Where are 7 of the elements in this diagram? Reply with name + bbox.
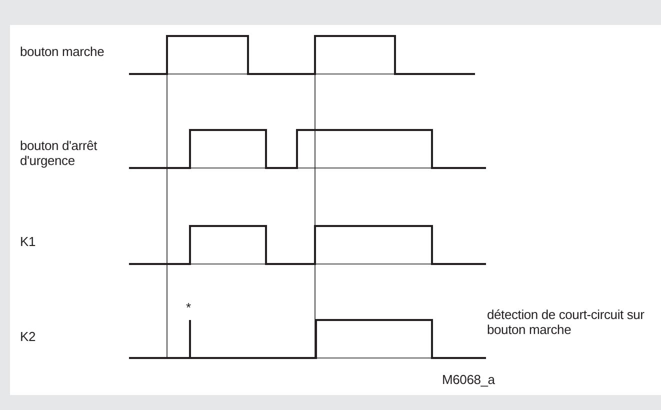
signal-name: K1 (20, 234, 36, 249)
signal-name: bouton marche (20, 44, 104, 59)
annotation-text: détection de court-circuit sur bouton marche (487, 307, 646, 337)
signal-name: K2 (20, 329, 36, 344)
signal-name: bouton d'arrêt d'urgence (20, 138, 98, 168)
figure-reference: M6068_a (442, 372, 495, 387)
footnote-mark: * (186, 300, 191, 315)
